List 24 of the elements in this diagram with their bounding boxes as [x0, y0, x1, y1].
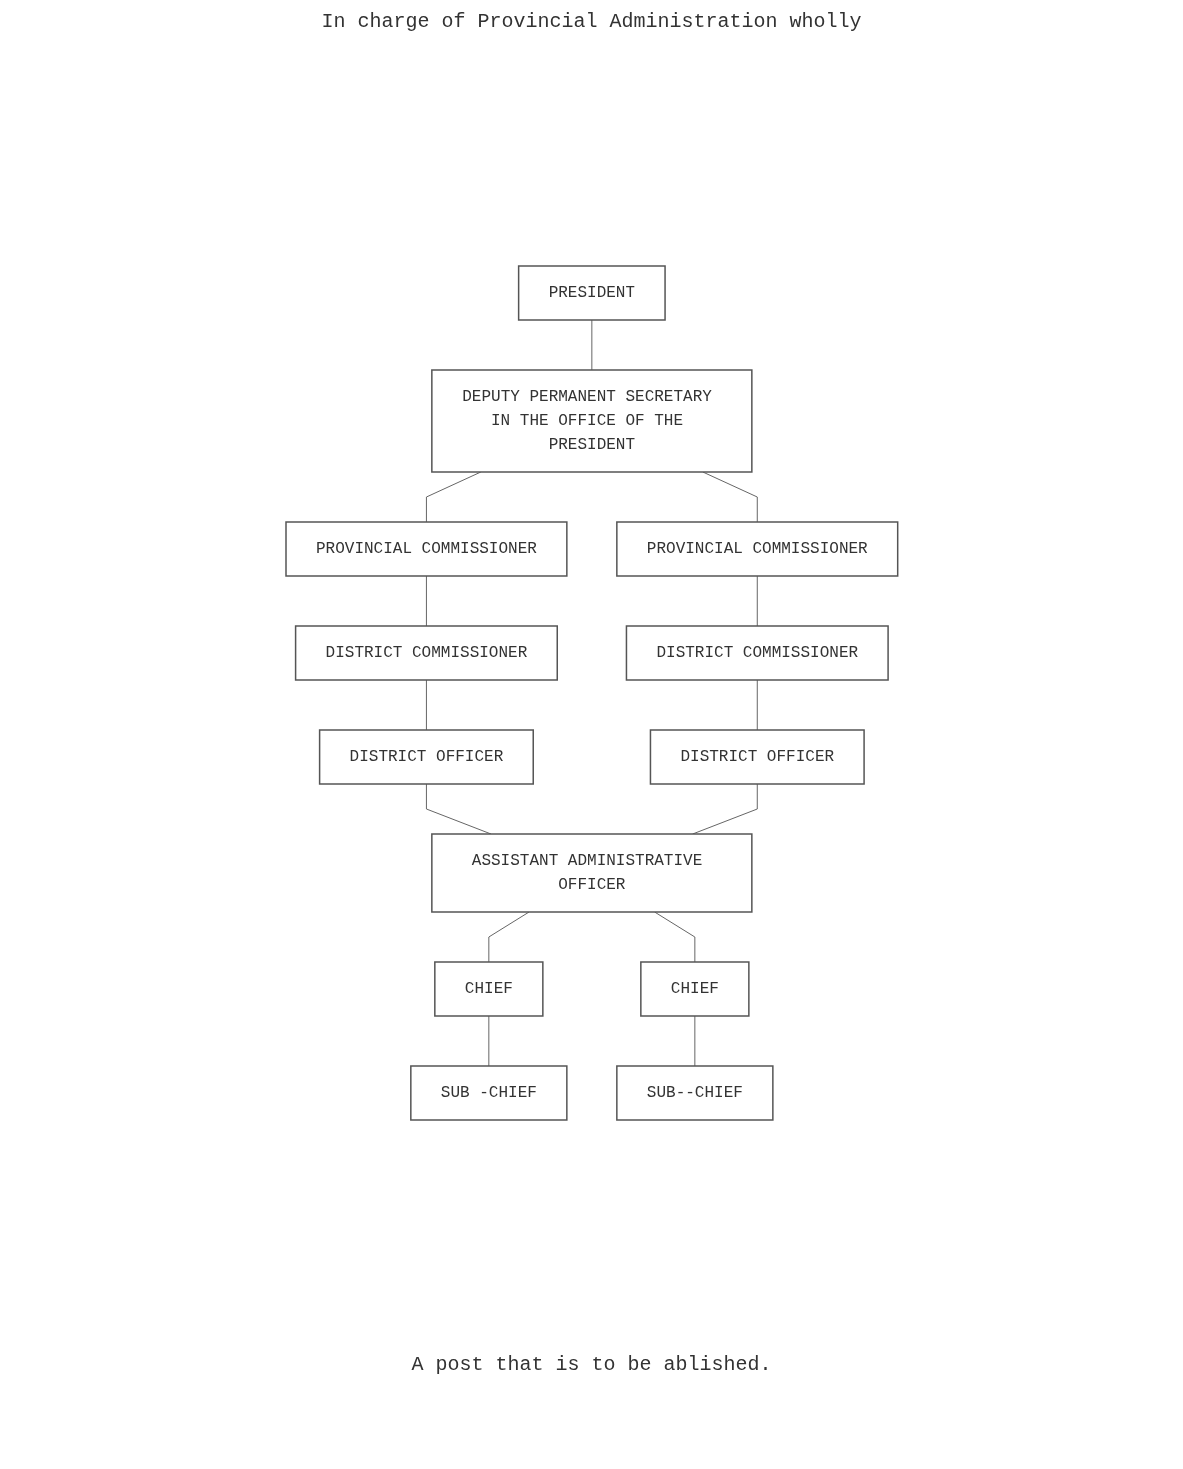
node-box: DISTRICT COMMISSIONER: [294, 625, 558, 681]
connector: [756, 679, 758, 731]
node-box: DISTRICT COMMISSIONER: [625, 625, 889, 681]
node-box: SUB -CHIEF: [409, 1065, 568, 1121]
connector: [591, 319, 592, 371]
node-box: ASSISTANT ADMINISTRATIVE OFFICER: [430, 833, 753, 913]
note-text: In charge of Provincial Administration wholly: [320, 10, 863, 33]
node-box: PROVINCIAL COMMISSIONER: [284, 521, 568, 577]
node-box: CHIEF: [433, 961, 544, 1017]
connector: [425, 783, 492, 835]
node-box: PRESIDENT: [517, 265, 666, 321]
connector: [488, 1015, 489, 1067]
node-box: DEPUTY PERMANENT SECRETARY IN THE OFFICE OF THE PRESIDENT: [430, 369, 753, 473]
node-box: SUB--CHIEF: [615, 1065, 774, 1121]
connector: [694, 1015, 695, 1067]
note-text: A post that is to be ablished.: [410, 1353, 773, 1376]
node-box: DISTRICT OFFICER: [318, 729, 534, 785]
connector: [425, 679, 427, 731]
node-box: DISTRICT OFFICER: [649, 729, 865, 785]
node-box: CHIEF: [639, 961, 750, 1017]
connector: [425, 575, 427, 627]
node-box: PROVINCIAL COMMISSIONER: [615, 521, 899, 577]
connector: [756, 575, 758, 627]
connector: [488, 911, 530, 963]
